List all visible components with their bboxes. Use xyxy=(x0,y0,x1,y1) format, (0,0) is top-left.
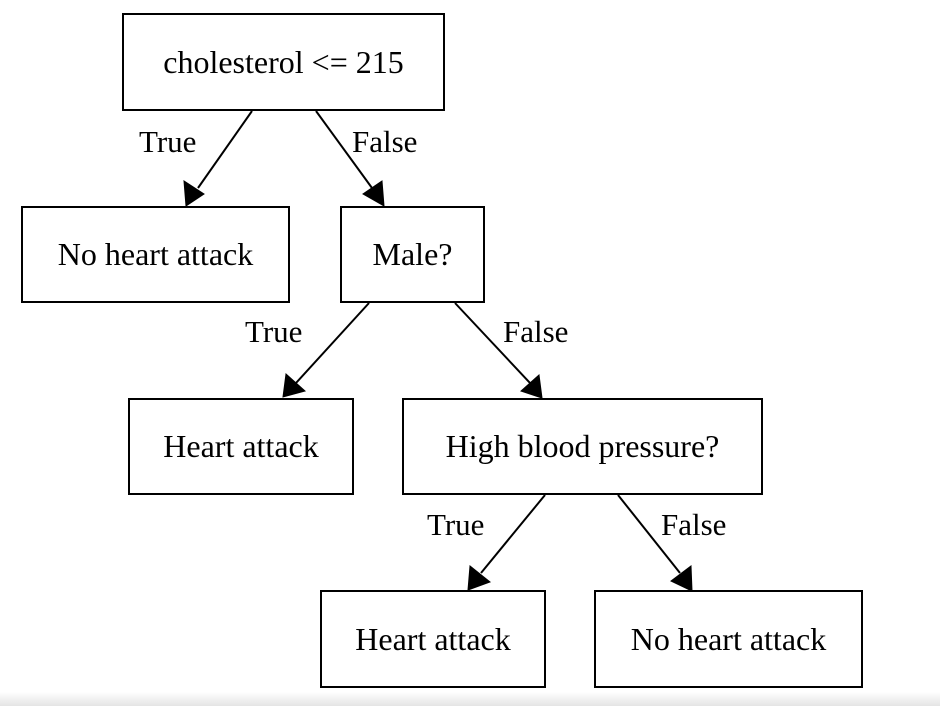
node-heart-attack-2: Heart attack xyxy=(320,590,546,688)
edge-label-bp-false: False xyxy=(661,507,726,542)
edge-label-male-false: False xyxy=(503,314,568,349)
edge-root-false xyxy=(315,110,385,207)
node-heart-attack-1: Heart attack xyxy=(128,398,354,495)
node-high-blood-pressure: High blood pressure? xyxy=(402,398,763,495)
node-high-blood-pressure-label: High blood pressure? xyxy=(446,428,720,464)
node-male-label: Male? xyxy=(373,236,453,272)
node-root-label: cholesterol <= 215 xyxy=(163,44,403,80)
edge-label-male-true: True xyxy=(245,314,302,349)
edge-label-root-true: True xyxy=(139,124,196,159)
edge-label-bp-true: True xyxy=(427,507,484,542)
node-heart-attack-1-label: Heart attack xyxy=(163,428,318,464)
edge-bp-true xyxy=(467,494,546,591)
edge-male-false xyxy=(454,302,543,399)
node-male: Male? xyxy=(340,206,485,303)
bottom-shadow xyxy=(0,692,940,706)
node-no-heart-attack-2: No heart attack xyxy=(594,590,863,688)
node-no-heart-attack-1-label: No heart attack xyxy=(58,236,253,272)
node-no-heart-attack-1: No heart attack xyxy=(21,206,290,303)
node-root: cholesterol <= 215 xyxy=(122,13,445,111)
edge-label-root-false: False xyxy=(352,124,417,159)
node-no-heart-attack-2-label: No heart attack xyxy=(631,621,826,657)
edge-male-true xyxy=(282,302,370,398)
edge-root-true xyxy=(183,110,253,207)
edge-bp-false xyxy=(617,494,693,592)
node-heart-attack-2-label: Heart attack xyxy=(355,621,510,657)
